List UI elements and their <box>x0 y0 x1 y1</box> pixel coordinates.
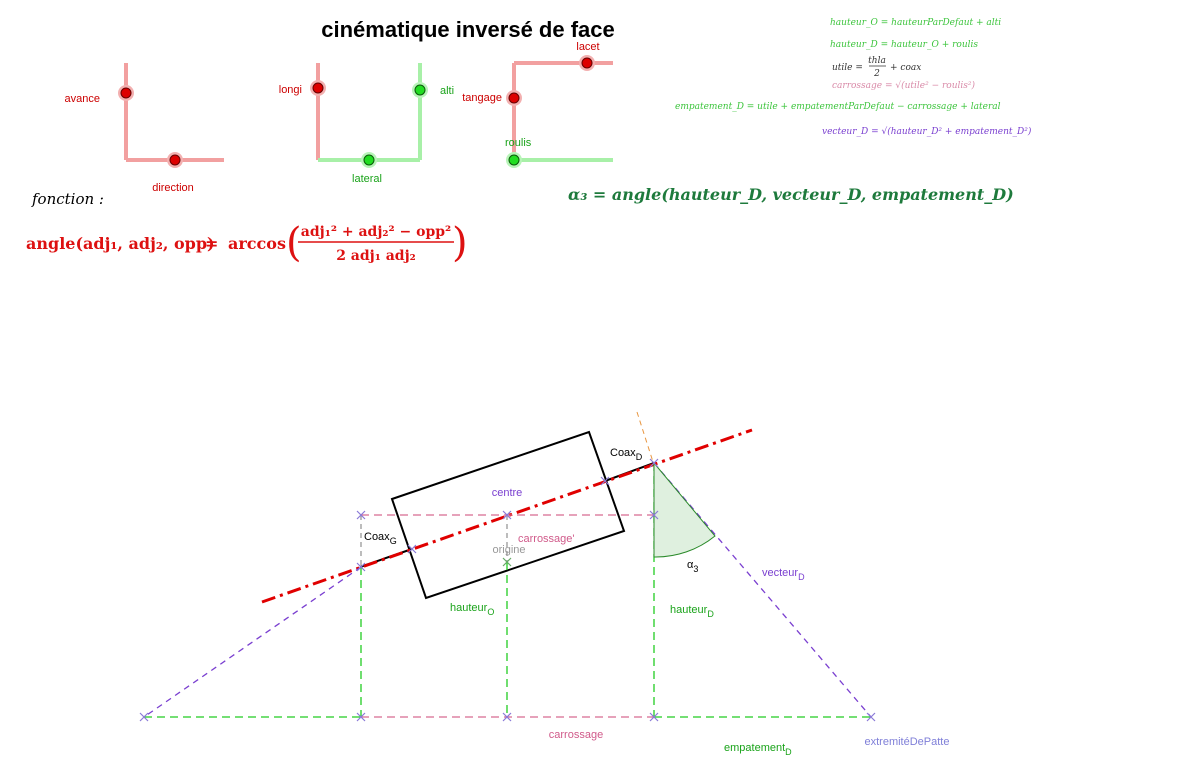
point-coax-d[interactable] <box>649 458 659 468</box>
formula-empatement: empatement_D = utile + empatementParDefa… <box>675 102 1001 112</box>
point-extremite[interactable] <box>866 712 876 722</box>
angle-formula: angle(adj₁, adj₂, opp) = arccos ( adj₁² … <box>26 220 468 266</box>
chassis-rectangle[interactable] <box>390 430 626 600</box>
formula-utile-lhs: utile = <box>832 63 863 73</box>
label-hauteur-o: hauteurO <box>450 602 494 617</box>
formula-vecteur: vecteur_D = √(hauteur_D² + empatement_D²… <box>822 126 1032 137</box>
vecteur-d-line <box>653 462 872 718</box>
point-marker[interactable] <box>600 476 610 486</box>
slider-knob-lateral[interactable] <box>363 154 375 166</box>
label-coax-d: CoaxD <box>610 447 643 462</box>
vecteur-g-line <box>143 566 362 718</box>
angle-formula-eq: = <box>205 234 218 253</box>
label-longi: longi <box>279 84 302 96</box>
angle-formula-lhs: angle(adj₁, adj₂, opp) <box>26 234 215 253</box>
label-origine: origine <box>492 544 525 556</box>
label-alti: alti <box>440 85 454 97</box>
slider-group-tangage-lacet-roulis: tangage lacet roulis <box>462 41 613 168</box>
slider-group-avance-direction: avance direction <box>65 63 224 194</box>
slider-knob-lacet[interactable] <box>581 57 593 69</box>
formula-block: hauteur_O = hauteurParDefaut + alti haut… <box>675 18 1032 137</box>
formula-alpha3: α₃ = angle(hauteur_D, vecteur_D, empatem… <box>568 185 1014 204</box>
label-tangage: tangage <box>462 92 502 104</box>
point-marker[interactable] <box>407 544 417 554</box>
label-carrossage: carrossage <box>549 729 603 741</box>
label-avance: avance <box>65 93 100 105</box>
point-marker[interactable] <box>502 712 512 722</box>
label-lateral: lateral <box>352 173 382 185</box>
formula-utile-num: thla <box>868 56 886 66</box>
slider-group-longi-alti-lateral: longi alti lateral <box>279 63 454 185</box>
formula-hauteur-o: hauteur_O = hauteurParDefaut + alti <box>830 18 1001 28</box>
formula-hauteur-d: hauteur_D = hauteur_O + roulis <box>830 40 978 50</box>
slider-knob-tangage[interactable] <box>508 92 520 104</box>
angle-formula-denominator: 2 adj₁ adj₂ <box>336 248 416 264</box>
page-title: cinématique inversé de face <box>321 17 614 42</box>
geometry-diagram: centre CoaxD CoaxG carrossage' origine h… <box>139 411 950 757</box>
label-centre: centre <box>492 487 523 499</box>
angle-formula-numerator: adj₁² + adj₂² − opp² <box>301 224 451 240</box>
formula-utile-rhs: + coax <box>890 63 921 73</box>
angle-formula-func: arccos <box>228 234 286 253</box>
label-extremite-de-patte: extremitéDePatte <box>865 736 950 748</box>
label-empatement-d: empatementD <box>724 742 792 757</box>
angle-alpha3-sector[interactable] <box>653 461 716 558</box>
fonction-label: fonction : <box>31 190 104 208</box>
point-markers <box>139 458 876 722</box>
point-marker[interactable] <box>356 510 366 520</box>
label-direction: direction <box>152 182 194 194</box>
point-marker[interactable] <box>356 712 366 722</box>
label-hauteur-d: hauteurD <box>670 604 714 619</box>
point-marker[interactable] <box>356 562 366 572</box>
slider-knob-longi[interactable] <box>312 82 324 94</box>
slider-knob-direction[interactable] <box>169 154 181 166</box>
point-origine[interactable] <box>502 557 512 567</box>
slider-knob-roulis[interactable] <box>508 154 520 166</box>
label-roulis: roulis <box>505 137 532 149</box>
point-centre[interactable] <box>502 510 512 520</box>
label-vecteur-d: vecteurD <box>762 567 805 582</box>
point-marker[interactable] <box>649 510 659 520</box>
paren-right: ) <box>452 220 468 266</box>
label-carrossage-prime: carrossage' <box>518 533 575 545</box>
label-lacet: lacet <box>576 41 599 53</box>
label-alpha3: α3 <box>687 559 698 574</box>
paren-left: ( <box>286 220 302 266</box>
point-marker[interactable] <box>649 712 659 722</box>
roll-axis-line[interactable] <box>261 428 753 604</box>
label-coax-g: CoaxG <box>364 531 397 546</box>
point-marker[interactable] <box>139 712 149 722</box>
slider-knob-avance[interactable] <box>120 87 132 99</box>
formula-carrossage: carrossage = √(utile² − roulis²) <box>832 80 975 91</box>
formula-utile-den: 2 <box>873 69 880 79</box>
slider-knob-alti[interactable] <box>414 84 426 96</box>
